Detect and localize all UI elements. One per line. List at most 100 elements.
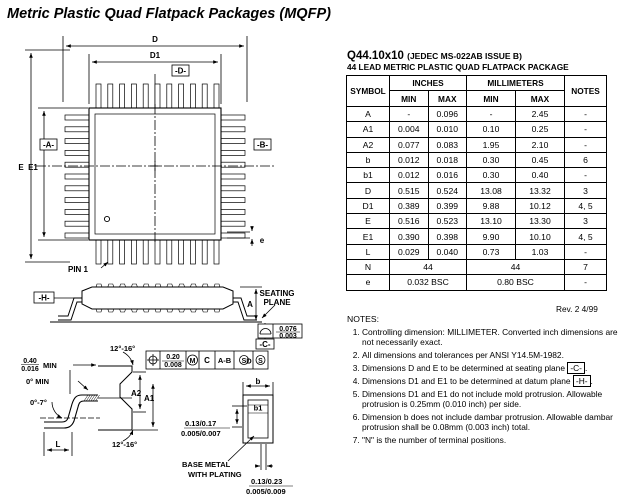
cell-mm-max: 0.25	[514, 121, 566, 138]
cell-in-max: 0.523	[427, 213, 468, 230]
vertical-leads	[95, 83, 220, 265]
group-inches: INCHES	[388, 75, 468, 91]
lead-bottom	[119, 239, 125, 265]
note-2: All dimensions and tolerances per ANSI Y…	[362, 350, 627, 360]
note-5: Dimensions D1 and E1 do not include mold…	[362, 389, 627, 409]
base-metal-2: WITH PLATING	[188, 470, 242, 479]
notes-heading: NOTES:	[347, 314, 379, 324]
col-in-max: MAX	[427, 90, 468, 107]
cell-symbol: D1	[346, 197, 390, 215]
cell-symbol: E1	[346, 228, 390, 245]
cell-notes: 3	[564, 213, 607, 230]
lead-top	[142, 83, 149, 109]
cell-in-min: 0.390	[389, 228, 429, 245]
note-4-datum: -H-	[572, 375, 591, 387]
cell-mm-max: 10.12	[514, 197, 566, 215]
cell-mm-max: 1.03	[514, 243, 566, 260]
base-mm: 0.005/0.009	[246, 487, 286, 496]
gauge-in: 0.40	[23, 358, 37, 365]
lead-right	[220, 173, 246, 180]
notes-list: Controlling dimension: MILLIMETER. Conve…	[347, 327, 627, 448]
lead-top	[95, 83, 102, 109]
horizontal-leads	[64, 114, 246, 239]
note-3-datum: -C-	[567, 362, 585, 374]
lead-detail	[40, 351, 158, 456]
lead-left	[64, 232, 90, 239]
table-row-e: e 0.032 BSC 0.80 BSC -	[346, 274, 607, 291]
cell-notes: -	[564, 121, 607, 138]
lead-left	[64, 114, 90, 121]
cell-mm: 44	[466, 258, 565, 276]
side-view	[33, 283, 303, 350]
cell-notes: 4, 5	[564, 228, 607, 245]
lead-top	[201, 83, 208, 109]
top-view	[25, 36, 276, 269]
cell-notes: -	[564, 105, 607, 123]
lead-profile	[131, 283, 138, 288]
lead-right	[220, 161, 246, 168]
lead-top	[190, 83, 196, 109]
cell-in-max: 0.083	[427, 136, 468, 153]
cell-notes: -	[564, 274, 607, 291]
lead-profile	[166, 308, 174, 313]
dim-e-label: E	[18, 163, 24, 172]
lead-profile	[178, 283, 185, 288]
dim-l-label: L	[56, 440, 61, 449]
lead-profile	[178, 308, 185, 313]
col-symbol: SYMBOL	[346, 75, 390, 107]
dim-b-label: b	[256, 377, 261, 386]
col-notes: NOTES	[564, 75, 607, 107]
lead-left	[64, 185, 90, 192]
seating-label-2: PLANE	[263, 298, 291, 307]
cell-symbol: A1	[346, 121, 390, 138]
lead-top	[119, 83, 125, 109]
cell-mm-max: 10.10	[514, 228, 566, 245]
note-6: Dimension b does not include dambar prot…	[362, 412, 627, 432]
table-row-n: N 44 44 7	[346, 258, 607, 276]
lead-left	[64, 209, 90, 215]
cell-mm-min: 9.90	[466, 228, 516, 245]
tol-s1: S	[242, 358, 247, 365]
datum-b-label: -B-	[257, 141, 268, 150]
note-3-text: Dimensions D and E to be determined at s…	[362, 363, 565, 373]
cell-mm-min: 0.30	[466, 151, 516, 169]
lead-top	[107, 83, 114, 109]
lead-bottom	[201, 239, 208, 265]
cell-notes: 7	[564, 258, 607, 276]
cell-in-min: 0.389	[389, 197, 429, 215]
cell-symbol: A2	[346, 136, 390, 153]
cell-in-max: 0.018	[427, 151, 468, 169]
cell-symbol: D	[346, 182, 390, 199]
cell-notes: 3	[564, 182, 607, 199]
cell-symbol: e	[346, 274, 390, 291]
lead-bottom	[107, 239, 114, 265]
cell-symbol: N	[346, 258, 390, 276]
cell-symbol: A	[346, 105, 390, 123]
position-tolerance-frame	[145, 350, 269, 370]
col-in-min: MIN	[389, 90, 429, 107]
lead-profile	[119, 308, 126, 313]
hatch-line	[88, 394, 93, 402]
dim-a2-label: A2	[131, 389, 142, 398]
dim-a-label: A	[247, 300, 253, 309]
cell-notes: -	[564, 167, 607, 184]
cell-notes: -	[564, 243, 607, 260]
lead-left	[64, 138, 90, 144]
lead-right	[220, 197, 246, 203]
lead-right	[220, 126, 246, 133]
gauge-mm: 0.016	[21, 366, 39, 373]
dim-a1-label: A1	[144, 394, 155, 403]
hatch-line	[90, 394, 96, 402]
pin1-label: PIN 1	[68, 265, 89, 274]
lead-bottom	[178, 239, 184, 265]
note-7: "N" is the number of terminal positions.	[362, 435, 627, 445]
seating-label-1: SEATING	[260, 289, 295, 298]
note-3: Dimensions D and E to be determined at s…	[362, 362, 627, 374]
tol-mm: 0.008	[164, 362, 182, 369]
tol-in: 0.20	[166, 354, 180, 361]
lead-left	[64, 161, 90, 168]
